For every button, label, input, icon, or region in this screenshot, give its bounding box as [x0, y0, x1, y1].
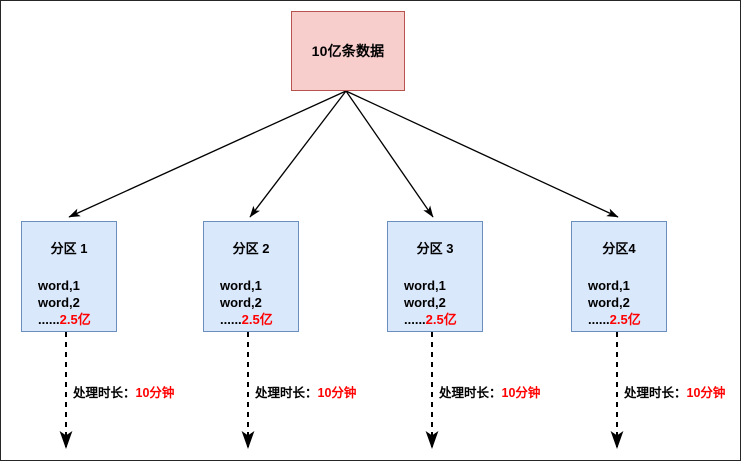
- edge-source-to-partition-3: [345, 90, 434, 218]
- partition-word-line-1: word,1: [220, 278, 262, 293]
- duration-prefix-3: 处理时长：: [439, 386, 502, 400]
- partition-word-line-2: word,2: [404, 295, 446, 310]
- partition-count-value: 2.5亿: [59, 312, 91, 327]
- edge-source-to-partition-2: [249, 90, 347, 218]
- duration-value-3: 10分钟: [501, 386, 541, 400]
- duration-label-2: 处理时长：10分钟: [255, 382, 356, 401]
- partition-count-row: ......2.5亿: [588, 311, 666, 328]
- partition-node-1[interactable]: 分区 1 word,1 word,2 ......2.5亿: [21, 221, 117, 332]
- edge-source-to-partition-1: [68, 90, 347, 218]
- duration-prefix-1: 处理时长：: [73, 386, 136, 400]
- partition-ellipsis: ......: [404, 312, 426, 327]
- partition-body-4: word,1 word,2 ......2.5亿: [572, 277, 666, 328]
- partition-word-line-2: word,2: [38, 295, 80, 310]
- partition-body-2: word,1 word,2 ......2.5亿: [204, 277, 298, 328]
- partition-count-value: 2.5亿: [609, 312, 641, 327]
- partition-title-2: 分区 2: [232, 241, 270, 256]
- partition-word-line-2: word,2: [220, 295, 262, 310]
- partition-title-3: 分区 3: [416, 241, 454, 256]
- duration-value-2: 10分钟: [317, 386, 357, 400]
- partition-count-row: ......2.5亿: [404, 311, 482, 328]
- fanout-edges: [68, 90, 619, 218]
- partition-title-1: 分区 1: [50, 241, 88, 256]
- duration-label-3: 处理时长：10分钟: [439, 382, 540, 401]
- duration-label-4: 处理时长：10分钟: [624, 382, 725, 401]
- partition-word-line-1: word,1: [38, 278, 80, 293]
- partition-title-4: 分区4: [602, 241, 636, 256]
- partition-ellipsis: ......: [220, 312, 242, 327]
- duration-value-1: 10分钟: [135, 386, 175, 400]
- partition-node-4[interactable]: 分区4 word,1 word,2 ......2.5亿: [571, 221, 667, 332]
- partition-word-line-2: word,2: [588, 295, 630, 310]
- partition-count-value: 2.5亿: [241, 312, 273, 327]
- partition-count-row: ......2.5亿: [220, 311, 298, 328]
- partition-node-3[interactable]: 分区 3 word,1 word,2 ......2.5亿: [387, 221, 483, 332]
- partition-word-line-1: word,1: [588, 278, 630, 293]
- duration-prefix-4: 处理时长：: [624, 386, 687, 400]
- partition-count-value: 2.5亿: [425, 312, 457, 327]
- edge-source-to-partition-4: [345, 90, 619, 218]
- partition-count-row: ......2.5亿: [38, 311, 116, 328]
- duration-value-4: 10分钟: [686, 386, 726, 400]
- partition-ellipsis: ......: [588, 312, 610, 327]
- duration-prefix-2: 处理时长：: [255, 386, 318, 400]
- partition-body-1: word,1 word,2 ......2.5亿: [22, 277, 116, 328]
- partition-node-2[interactable]: 分区 2 word,1 word,2 ......2.5亿: [203, 221, 299, 332]
- source-data-node[interactable]: 10亿条数据: [291, 11, 405, 91]
- duration-label-1: 处理时长：10分钟: [73, 382, 174, 401]
- source-data-label: 10亿条数据: [311, 43, 385, 59]
- partition-word-line-1: word,1: [404, 278, 446, 293]
- partition-ellipsis: ......: [38, 312, 60, 327]
- partition-body-3: word,1 word,2 ......2.5亿: [388, 277, 482, 328]
